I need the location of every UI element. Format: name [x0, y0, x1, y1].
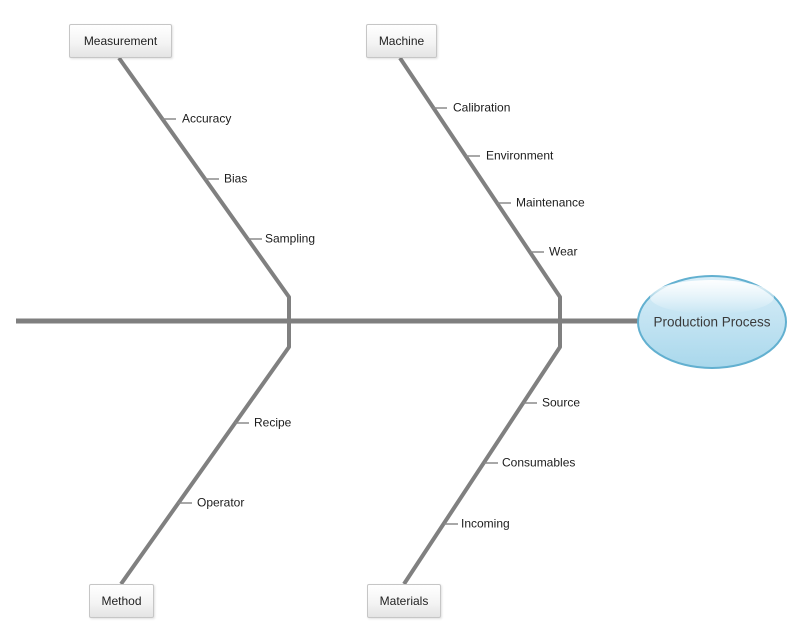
category-box-machine[interactable]: Machine [366, 24, 437, 58]
effect-label[interactable]: Production Process [653, 314, 771, 330]
cause-label-accuracy[interactable]: Accuracy [182, 111, 232, 126]
category-box-materials[interactable]: Materials [367, 584, 441, 618]
category-label-measurement: Measurement [83, 34, 158, 48]
category-label-materials: Materials [379, 594, 429, 608]
cause-label-environment[interactable]: Environment [486, 148, 554, 163]
cause-label-recipe[interactable]: Recipe [254, 415, 292, 430]
cause-label-maintenance[interactable]: Maintenance [516, 195, 585, 210]
category-label-method: Method [101, 594, 142, 608]
cause-label-incoming[interactable]: Incoming [461, 516, 510, 531]
branch-line-left [117, 56, 291, 586]
branch-line-right [398, 56, 562, 586]
effect-ellipse-gloss [650, 280, 774, 314]
cause-label-operator[interactable]: Operator [197, 495, 245, 510]
cause-label-sampling[interactable]: Sampling [265, 231, 316, 246]
cause-label-calibration[interactable]: Calibration [453, 100, 511, 115]
cause-label-wear[interactable]: Wear [549, 244, 578, 259]
cause-label-source[interactable]: Source [542, 395, 581, 410]
category-label-machine: Machine [378, 34, 425, 48]
cause-label-bias[interactable]: Bias [224, 171, 248, 186]
cause-label-consumables[interactable]: Consumables [502, 455, 576, 470]
category-box-measurement[interactable]: Measurement [69, 24, 172, 58]
category-box-method[interactable]: Method [89, 584, 154, 618]
